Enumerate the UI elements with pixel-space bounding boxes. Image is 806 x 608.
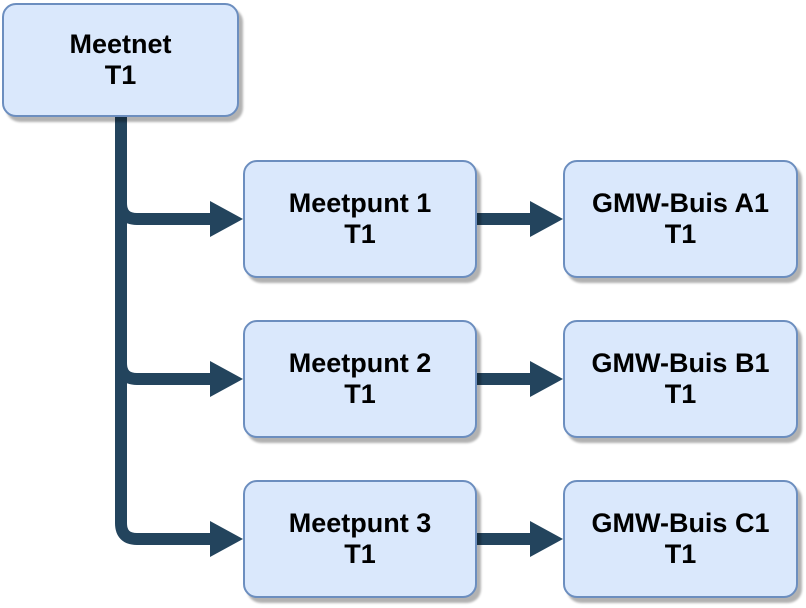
node-label-line1: GMW-Buis B1 (591, 347, 770, 378)
node-gmw-buis-c1: GMW-Buis C1 T1 (563, 480, 798, 598)
node-label-line1: Meetpunt 3 (288, 507, 432, 538)
branch-connector-2 (115, 362, 212, 385)
node-label-line1: Meetpunt 2 (288, 347, 432, 378)
node-label-line1: GMW-Buis A1 (592, 187, 769, 218)
arrowhead-row-3 (530, 521, 563, 557)
arrowhead-branch-1 (210, 201, 243, 237)
node-label-line2: T1 (344, 379, 376, 409)
node-meetpunt-3: Meetpunt 3 T1 (243, 480, 477, 598)
arrowhead-row-1 (530, 201, 563, 237)
node-label-line2: T1 (344, 539, 376, 569)
node-label-line1: Meetnet (69, 28, 172, 59)
trunk-connector (115, 112, 212, 545)
arrowhead-branch-2 (210, 361, 243, 397)
node-label-line2: T1 (344, 219, 376, 249)
node-label-line1: GMW-Buis C1 (591, 507, 770, 538)
node-label-line2: T1 (664, 539, 697, 569)
node-label-line2: T1 (104, 60, 137, 90)
node-gmw-buis-a1: GMW-Buis A1 T1 (563, 160, 798, 278)
node-meetpunt-1: Meetpunt 1 T1 (243, 160, 477, 278)
node-label-line2: T1 (664, 379, 697, 409)
node-meetpunt-2: Meetpunt 2 T1 (243, 320, 477, 438)
arrowhead-branch-3 (210, 521, 243, 557)
branch-connector-1 (115, 202, 212, 225)
node-label-line1: Meetpunt 1 (288, 187, 432, 218)
node-meetnet: Meetnet T1 (2, 3, 239, 117)
arrowhead-row-2 (530, 361, 563, 397)
node-label-line2: T1 (664, 219, 697, 249)
node-gmw-buis-b1: GMW-Buis B1 T1 (563, 320, 798, 438)
